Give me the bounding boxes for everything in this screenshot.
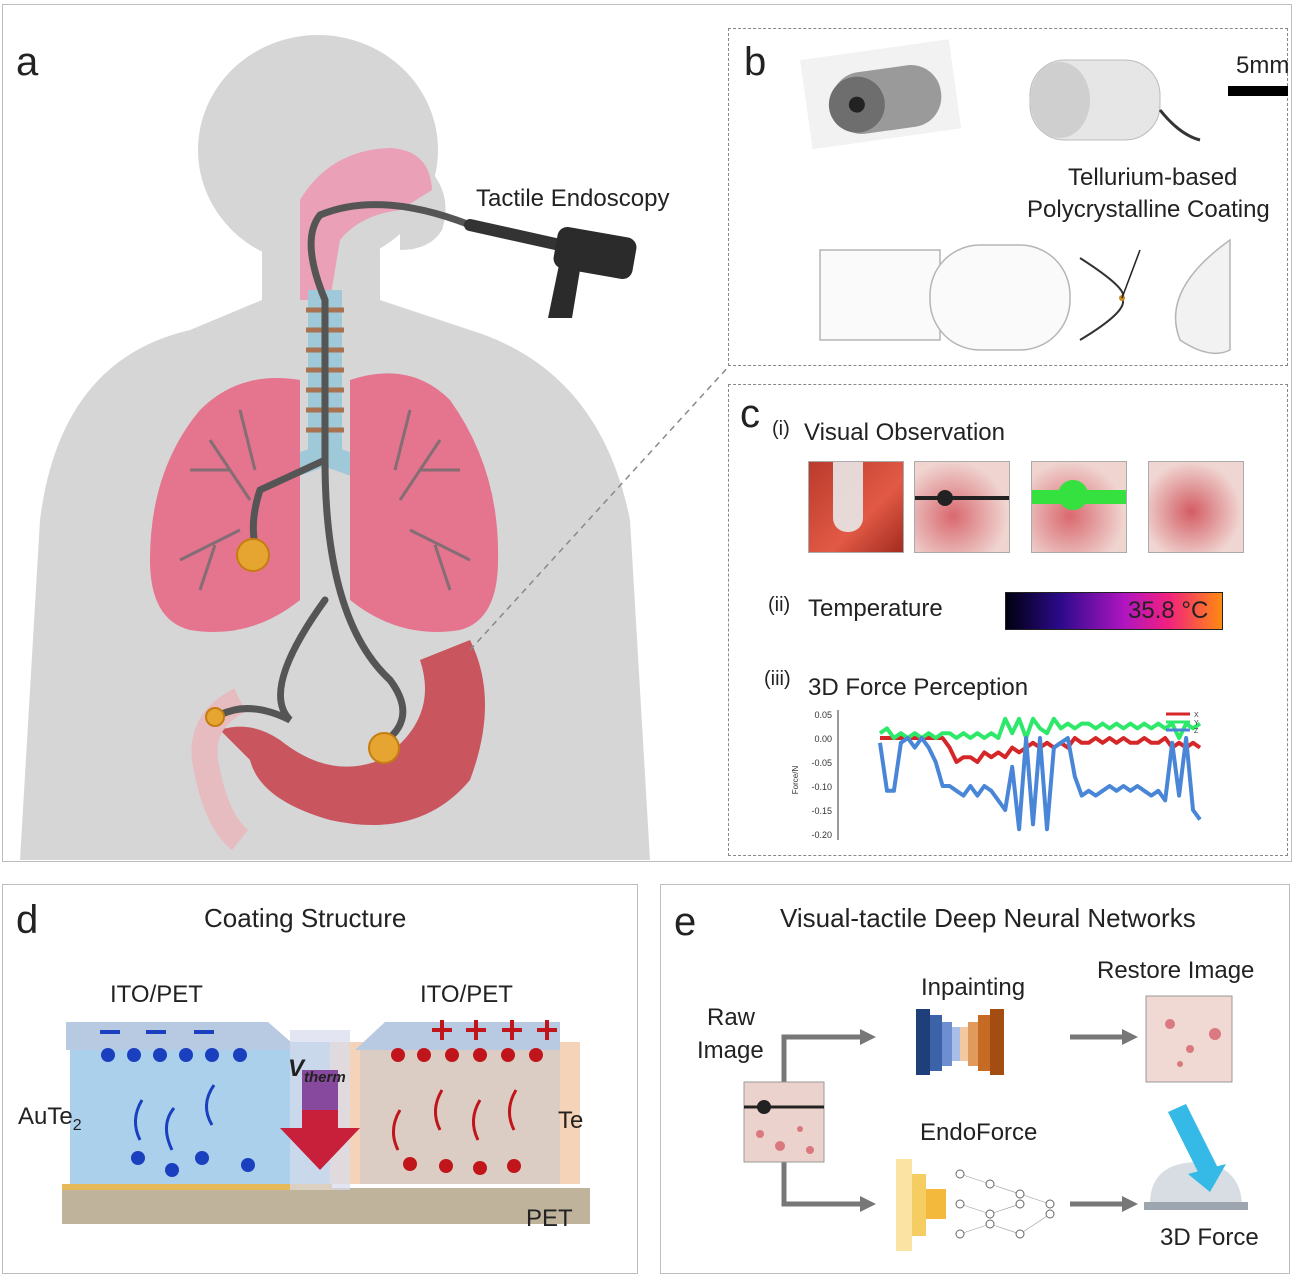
- panel-e-title: Visual-tactile Deep Neural Networks: [780, 903, 1196, 933]
- right-material-label: Te: [558, 1107, 584, 1134]
- scale-bar: [1228, 86, 1288, 96]
- series-line-z: [878, 736, 1202, 832]
- endoscope-label: Tactile Endoscopy: [476, 185, 670, 212]
- ito-left-label: ITO/PET: [110, 981, 203, 1008]
- item-ii-num: (ii): [768, 594, 791, 616]
- y-tick-label: -0.15: [811, 806, 832, 816]
- y-tick-label: 0.00: [814, 734, 832, 744]
- ito-right-label: ITO/PET: [420, 981, 513, 1008]
- ito-right-plate: [355, 1022, 560, 1050]
- pet-substrate: [62, 1188, 590, 1224]
- network-diagram: [743, 995, 1248, 1251]
- stomach: [220, 640, 485, 825]
- y-axis-label: Force/N: [791, 766, 800, 795]
- panel-e-frame: [660, 884, 1290, 1274]
- panel-a-label: a: [16, 40, 39, 84]
- vtherm-arrow: [280, 1070, 360, 1170]
- endoscope-frame-4: [1148, 461, 1244, 553]
- raw-image-label-line1: Raw: [707, 1004, 756, 1031]
- item-iii-num: (iii): [764, 668, 791, 690]
- y-tick-label: -0.10: [811, 782, 832, 792]
- restore-image-label: Restore Image: [1097, 957, 1255, 984]
- panel-b-label: b: [744, 40, 767, 84]
- force3d-label: 3D Force: [1160, 1224, 1259, 1251]
- panel-d-label: d: [16, 898, 39, 942]
- y-tick-label: -0.20: [811, 830, 832, 840]
- vtherm-label: Vtherm: [288, 1055, 346, 1086]
- legend-label-z: Z: [1194, 728, 1199, 735]
- y-tick-label: 0.05: [814, 710, 832, 720]
- force-chart: 0.05 0.00 -0.05 -0.10 -0.15 -0.20 Force/N XYZ: [791, 710, 1202, 840]
- item-i-num: (i): [772, 418, 790, 440]
- coating-label-line2: Polycrystalline Coating: [1027, 196, 1270, 223]
- endoforce-network: [896, 1159, 1055, 1251]
- legend-label-x: X: [1194, 712, 1199, 719]
- ito-left-plate: [66, 1022, 300, 1050]
- endoscope-frame-1: [808, 461, 904, 553]
- item-ii-title: Temperature: [808, 595, 943, 622]
- raw-image-label-line2: Image: [697, 1037, 764, 1064]
- endoscope-frame-3: [1031, 461, 1127, 553]
- left-material-sub: 2: [72, 1116, 82, 1134]
- force-dome-icon: [1144, 1104, 1248, 1210]
- item-i-title: Visual Observation: [804, 419, 1005, 446]
- endoscope-frame-2: [914, 461, 1010, 553]
- right-lung: [350, 373, 499, 632]
- legend-label-y: Y: [1194, 720, 1199, 727]
- left-material-label: AuTe2: [18, 1103, 82, 1134]
- vtherm-sub: therm: [304, 1068, 346, 1086]
- inpainting-label: Inpainting: [921, 974, 1026, 1001]
- coating-structure-diagram: [62, 1020, 590, 1224]
- nasal-cavity: [300, 148, 432, 300]
- panel-d-frame: [2, 884, 638, 1274]
- left-material-main: AuTe: [18, 1103, 73, 1130]
- anatomy-illustration: [20, 35, 731, 860]
- endoscope-device: [464, 219, 637, 318]
- temperature-colorbar: [1005, 592, 1223, 630]
- panel-b-frame: [728, 28, 1288, 366]
- restore-image-thumb: [1145, 995, 1233, 1083]
- inpainting-network: [916, 1009, 1004, 1075]
- series-line-y: [878, 716, 1202, 740]
- temperature-value: 35.8 °C: [1128, 597, 1209, 624]
- item-iii-title: 3D Force Perception: [808, 674, 1029, 701]
- substrate-label: PET: [526, 1205, 573, 1232]
- panel-c-frame: [728, 384, 1288, 856]
- coating-label-line1: Tellurium-based: [1068, 164, 1238, 191]
- vtherm-main: V: [288, 1055, 305, 1082]
- panel-e-label: e: [674, 900, 697, 944]
- scale-bar-label: 5mm: [1236, 52, 1290, 79]
- y-tick-label: -0.05: [811, 758, 832, 768]
- endoforce-label: EndoForce: [920, 1119, 1038, 1146]
- panel-d-title: Coating Structure: [204, 903, 407, 933]
- panel-c-label: c: [740, 392, 760, 436]
- capsule-photos: [800, 39, 1231, 355]
